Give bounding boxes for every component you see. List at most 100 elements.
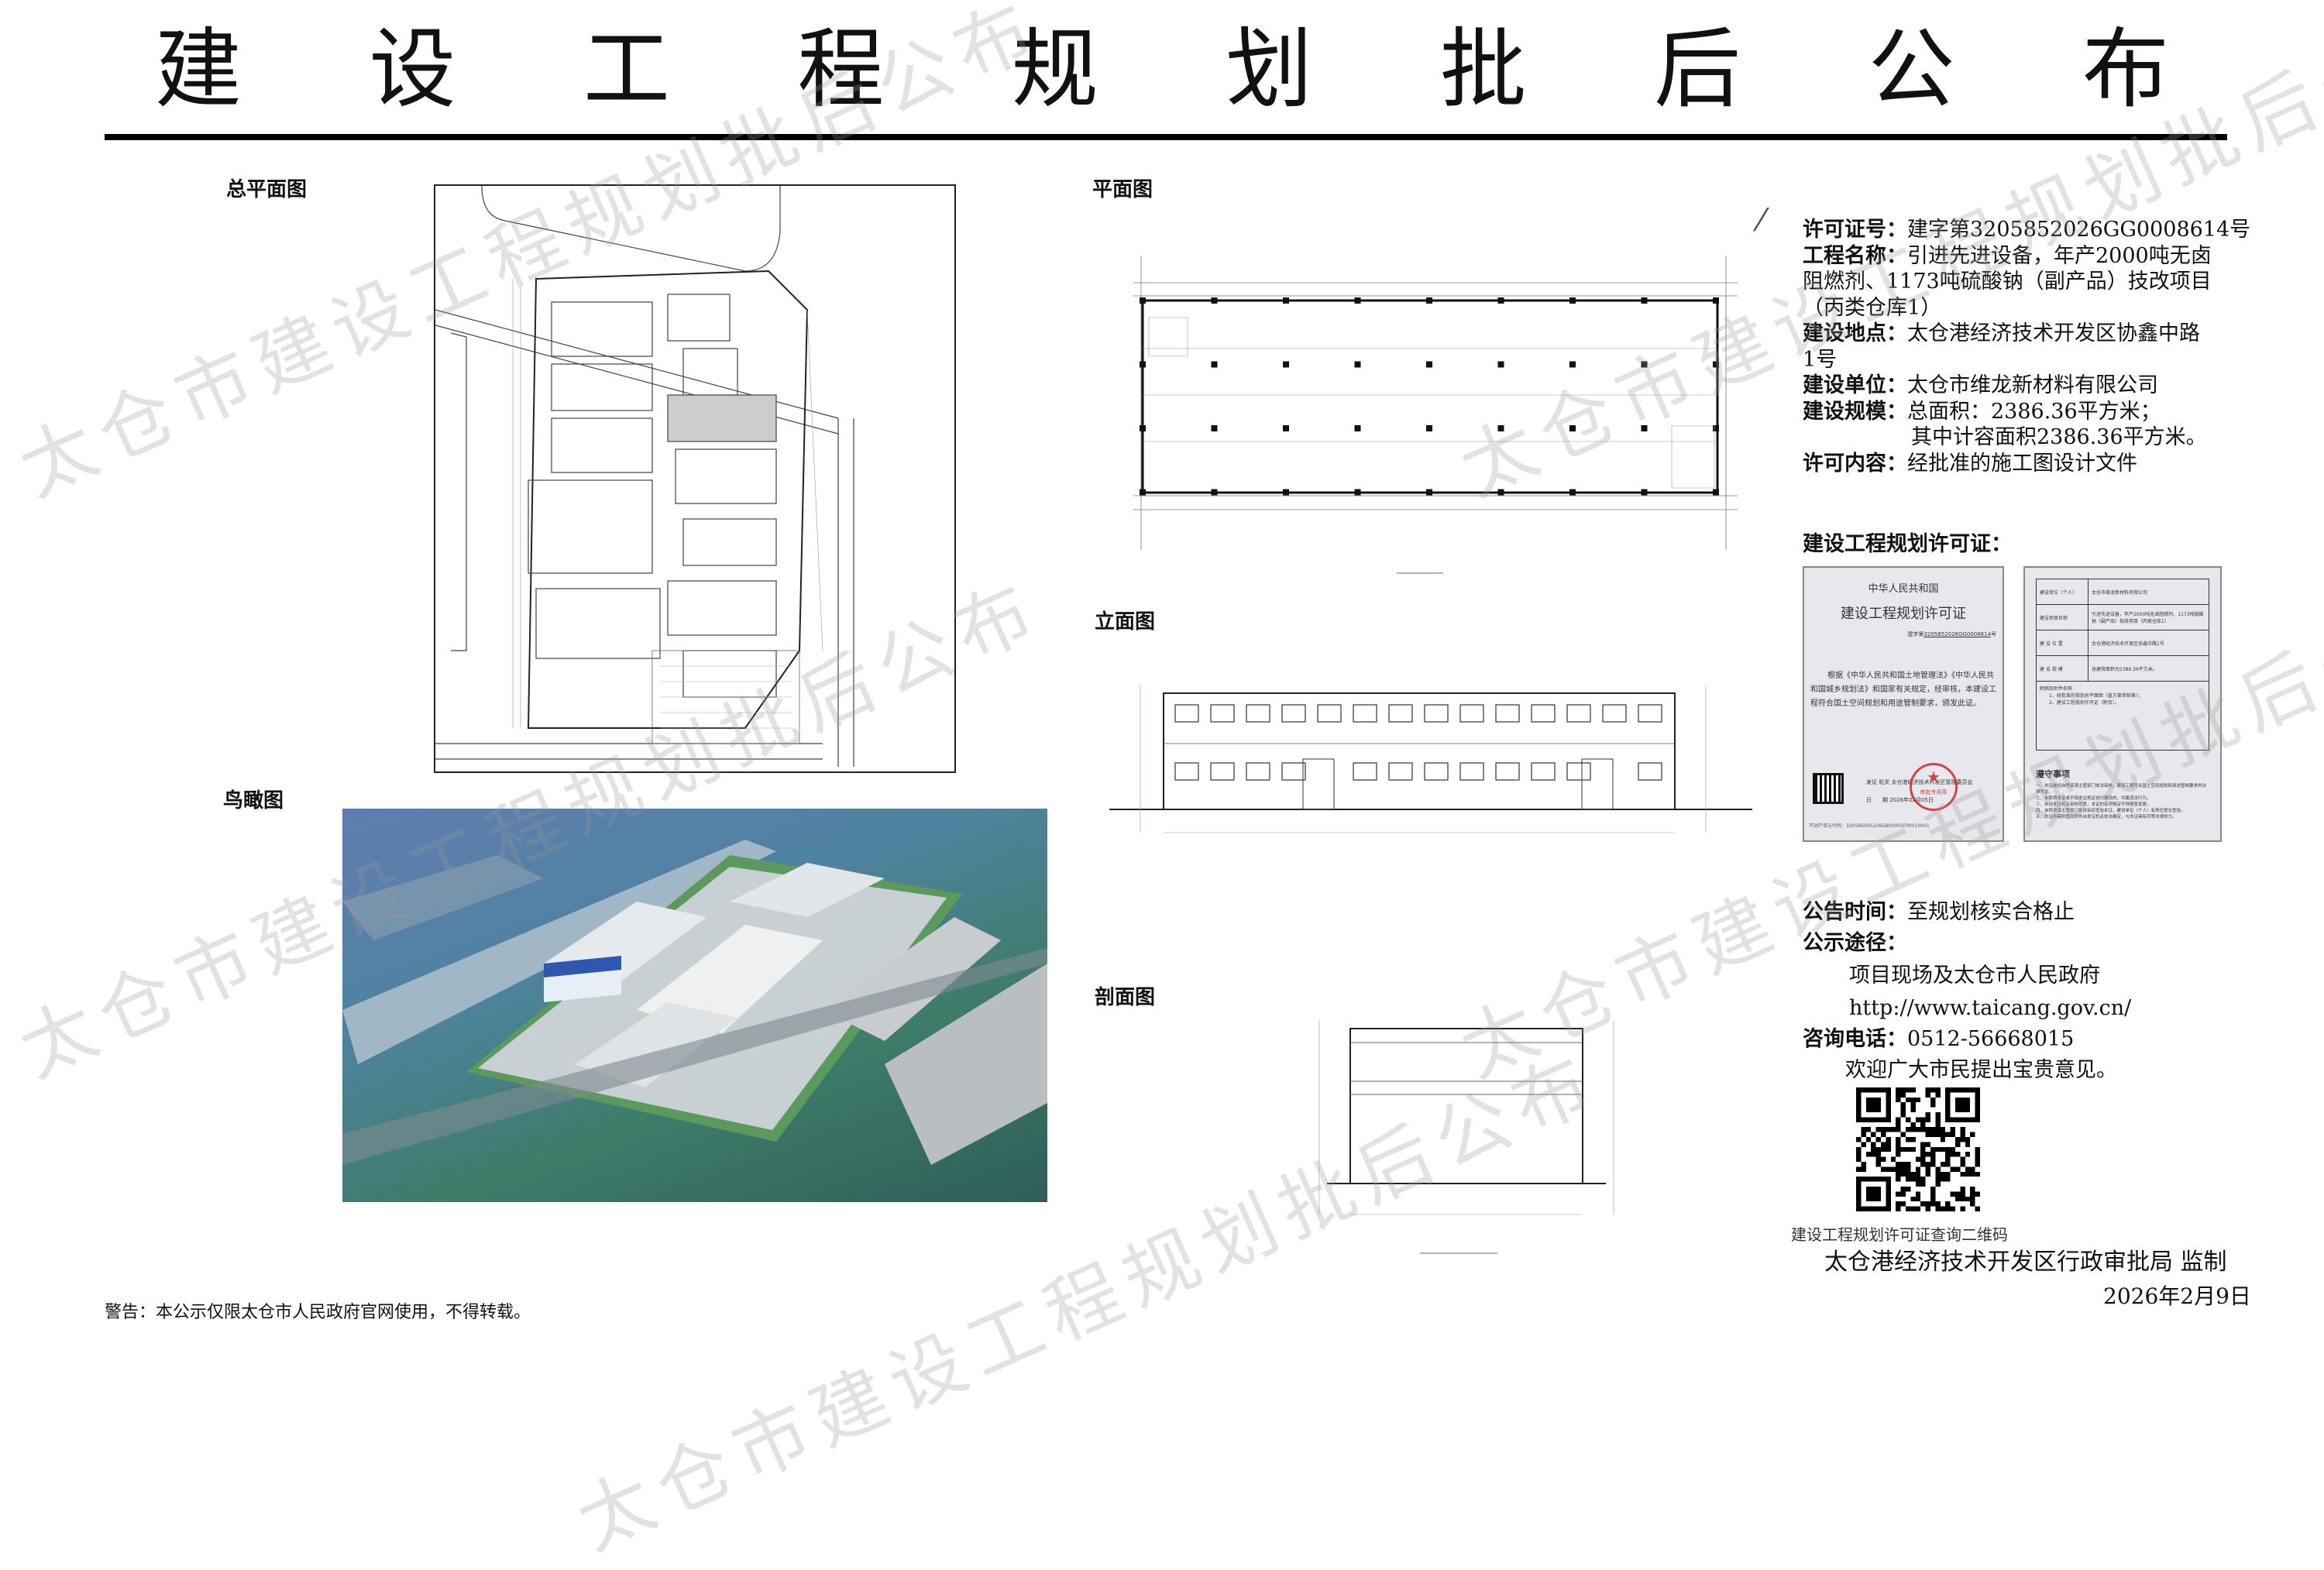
column-mark <box>1354 489 1361 496</box>
qr-module <box>1910 1146 1916 1153</box>
qr-module <box>1896 1092 1901 1098</box>
qr-module <box>1910 1107 1916 1112</box>
qr-module <box>1925 1112 1930 1118</box>
cert-rule: 三、未经发证机关审核同意，本证的各项规定不得随意变更。 <box>2036 802 2151 807</box>
column-mark <box>1354 297 1361 304</box>
column-mark <box>1569 425 1576 431</box>
cert-field-label: 建 设 规 模 <box>2036 655 2089 682</box>
qr-module <box>1965 1152 1971 1157</box>
qr-module <box>1965 1137 1971 1142</box>
qr-module <box>1881 1132 1886 1137</box>
cert-no-suffix: 号 <box>1991 631 1996 637</box>
qr-module <box>1970 1166 1975 1172</box>
qr-module <box>1886 1127 1891 1132</box>
qr-module <box>1906 1171 1911 1177</box>
title-char: 公 <box>1868 19 1955 120</box>
qr-module <box>1856 1146 1862 1153</box>
cert-rule: 四、自然资源主管部门依法有权查验本证，建设单位（个人）有责任提交查验。 <box>2036 809 2185 813</box>
qr-module <box>1945 1162 1951 1167</box>
qr-module <box>1920 1152 1926 1157</box>
notice-url-link[interactable]: http://www.taicang.gov.cn/ <box>1849 996 2132 1020</box>
window-mark <box>1353 704 1377 723</box>
qr-caption: 建设工程规划许可证查询二维码 <box>1791 1225 2008 1244</box>
qr-module <box>1915 1127 1921 1132</box>
qr-module <box>1900 1166 1906 1172</box>
qr-module <box>1930 1097 1936 1103</box>
qr-module <box>1900 1087 1906 1093</box>
qr-module <box>1906 1162 1911 1167</box>
cert-name: 建设工程规划许可证 <box>1841 606 1966 622</box>
qr-module <box>1865 1187 1881 1202</box>
qr-module <box>1900 1112 1906 1118</box>
column-mark <box>1497 425 1504 431</box>
qr-module <box>1896 1177 1901 1182</box>
cert-rule: 五、本证所需附图及附件由发证机关依法确定，与本证具有同等法律效力。 <box>2036 815 2177 819</box>
title-char: 建 <box>155 19 242 120</box>
qr-code-icon[interactable] <box>1856 1087 1980 1211</box>
qr-module <box>1875 1162 1881 1167</box>
cert-attach-title: 附图及附件名称 <box>2040 686 2073 692</box>
qr-module <box>1915 1177 1921 1182</box>
scale-label: 建设规模： <box>1803 399 1907 424</box>
project-name-line2: 阻燃剂、1173吨硫酸钠（副产品）技改项目 <box>1803 270 2212 294</box>
qr-module <box>1945 1152 1951 1157</box>
column-mark <box>1497 361 1504 368</box>
qr-module <box>1930 1146 1936 1153</box>
window-mark <box>1459 704 1484 723</box>
column-mark <box>1641 361 1648 368</box>
qr-module <box>1906 1097 1911 1103</box>
qr-module <box>1861 1127 1866 1132</box>
cert-attach-2: 2、建设工程规划许可证（附页）。 <box>2049 700 2119 706</box>
qr-module <box>1965 1142 1971 1147</box>
qr-module <box>1896 1097 1901 1103</box>
qr-module <box>1940 1146 1946 1153</box>
window-mark <box>1495 704 1520 723</box>
project-name: 引进先进设备，年产2000吨无卤 <box>1907 243 2212 268</box>
qr-module <box>1886 1137 1891 1142</box>
window-mark <box>1353 762 1377 781</box>
notice-info: 公告时间：至规划核实合格止 公示途径： 项目现场及太仓市人民政府 http://… <box>1803 897 2267 1086</box>
window-mark <box>1210 704 1235 723</box>
cert-field-value: 总建筑面积为2386.36平方米。 <box>2088 655 2209 682</box>
site-plan-graphic <box>435 185 854 767</box>
qr-module <box>1930 1162 1936 1167</box>
window-mark <box>1246 704 1270 723</box>
window-mark <box>1281 704 1306 723</box>
elevation-label: 立面图 <box>1095 610 1156 634</box>
qr-module <box>1861 1166 1866 1172</box>
column-mark <box>1713 297 1719 304</box>
qr-module <box>1881 1127 1886 1132</box>
qr-module <box>1896 1166 1901 1172</box>
qr-module <box>1900 1171 1906 1177</box>
qr-module <box>1875 1137 1881 1142</box>
qr-module <box>1920 1117 1926 1122</box>
cert-field-label: 建设项目名称 <box>2036 604 2089 630</box>
qr-module <box>1930 1102 1936 1108</box>
qr-module <box>1896 1127 1901 1132</box>
cert-no-prefix: 建字第 <box>1907 631 1924 637</box>
window-mark <box>1246 762 1270 781</box>
qr-module <box>1910 1122 1916 1128</box>
qr-module <box>1906 1146 1911 1153</box>
window-mark <box>1424 704 1449 723</box>
cert-field-label: 建设单位（个人） <box>2036 579 2089 605</box>
qr-module <box>1970 1132 1975 1137</box>
qr-module <box>1965 1171 1971 1177</box>
qr-module <box>1950 1132 1955 1137</box>
qr-module <box>1935 1092 1941 1098</box>
qr-module <box>1940 1162 1946 1167</box>
qr-module <box>1896 1191 1901 1197</box>
qr-module <box>1915 1171 1921 1177</box>
content-value: 经批准的施工图设计文件 <box>1907 451 2137 476</box>
qr-module <box>1886 1146 1891 1153</box>
column-mark <box>1354 425 1361 431</box>
supervisor: 太仓港经济技术开发区行政审批局 监制 <box>1824 1249 2227 1276</box>
qr-module <box>1896 1206 1901 1211</box>
qr-module <box>1890 1127 1896 1132</box>
title-char: 布 <box>2082 19 2169 120</box>
notice-phone-label: 咨询电话： <box>1803 1027 1907 1051</box>
window-mark <box>1317 704 1342 723</box>
cert-date: 2026年02月05日 <box>1889 797 1934 803</box>
column-mark <box>1283 297 1289 304</box>
column-mark <box>1426 489 1432 496</box>
